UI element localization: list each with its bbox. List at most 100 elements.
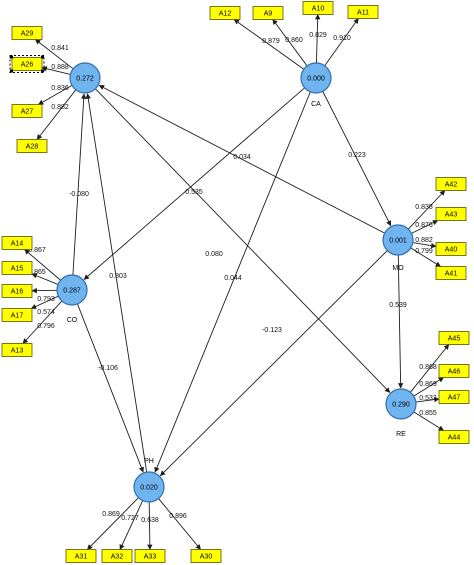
indicator-box[interactable]	[1, 236, 33, 250]
loading-arrow-a33[interactable]	[147, 501, 153, 551]
indicator-a46[interactable]: A46	[438, 364, 470, 378]
construct-circle[interactable]	[382, 224, 414, 256]
resize-handle[interactable]	[10, 55, 13, 59]
path-arrow-mo-re[interactable]	[397, 254, 404, 389]
path-arrow-co-ph[interactable]	[77, 303, 144, 473]
indicator-box[interactable]	[209, 6, 241, 20]
indicator-a47[interactable]: A47	[438, 390, 470, 404]
indicator-box[interactable]	[1, 284, 33, 298]
path-arrow-ca-ph[interactable]	[154, 91, 311, 473]
path-arrow-mo-ph[interactable]	[159, 250, 388, 477]
loading-arrow-a31[interactable]	[87, 497, 139, 550]
loading-arrow-a42[interactable]	[407, 190, 446, 230]
indicator-box[interactable]	[11, 26, 43, 40]
indicator-a45[interactable]: A45	[438, 331, 470, 345]
indicator-a29[interactable]: A29	[11, 26, 43, 40]
indicator-box[interactable]	[190, 549, 222, 563]
indicator-box[interactable]	[101, 549, 133, 563]
loading-arrow-a32[interactable]	[119, 500, 144, 550]
indicator-a26[interactable]: A26	[9, 55, 45, 73]
indicator-box[interactable]	[435, 207, 467, 221]
indicator-box[interactable]	[1, 261, 33, 275]
indicator-a44[interactable]: A44	[438, 430, 470, 444]
path-arrow-ca-co[interactable]	[83, 87, 305, 280]
indicator-a30[interactable]: A30	[190, 549, 222, 563]
loading-arrow-a47[interactable]	[415, 396, 440, 403]
construct-circle[interactable]	[300, 62, 332, 94]
indicator-a10[interactable]: A10	[302, 1, 334, 15]
indicator-a12[interactable]: A12	[209, 6, 241, 20]
loading-arrow-a45[interactable]	[410, 344, 450, 393]
indicator-box[interactable]	[438, 331, 470, 345]
path-arrow-co-n1[interactable]	[72, 93, 87, 276]
indicator-a32[interactable]: A32	[101, 549, 133, 563]
indicator-a28[interactable]: A28	[16, 139, 48, 153]
indicator-box[interactable]	[65, 549, 97, 563]
construct-circle[interactable]	[69, 62, 101, 94]
loading-arrow-a28[interactable]	[36, 89, 77, 140]
loading-arrow-a14[interactable]	[24, 249, 61, 281]
indicator-a33[interactable]: A33	[134, 549, 166, 563]
loading-arrow-a27[interactable]	[37, 85, 73, 105]
resize-handle[interactable]	[41, 69, 44, 73]
indicator-box[interactable]	[435, 266, 467, 280]
indicator-box[interactable]	[11, 57, 43, 71]
indicator-a17[interactable]: A17	[1, 308, 33, 322]
loading-arrow-a30[interactable]	[158, 498, 201, 550]
path-arrow-ph-n1[interactable]	[85, 93, 148, 473]
indicator-box[interactable]	[438, 364, 470, 378]
indicator-box[interactable]	[438, 430, 470, 444]
path-arrow-mo-n1[interactable]	[98, 84, 385, 234]
indicator-box[interactable]	[302, 1, 334, 15]
loading-arrow-a29[interactable]	[34, 39, 74, 70]
indicator-a11[interactable]: A11	[347, 5, 379, 19]
resize-handle[interactable]	[41, 55, 44, 59]
loading-arrow-a10[interactable]	[314, 13, 321, 64]
indicator-a40[interactable]: A40	[435, 242, 467, 256]
loading-arrow-a13[interactable]	[22, 300, 63, 344]
loading-arrow-a43[interactable]	[411, 220, 439, 234]
indicator-box[interactable]	[435, 242, 467, 256]
loading-arrow-a17[interactable]	[30, 295, 59, 309]
indicator-box[interactable]	[347, 5, 379, 19]
construct-circle[interactable]	[56, 274, 88, 306]
indicator-box[interactable]	[252, 6, 284, 20]
indicator-a13[interactable]: A13	[1, 343, 33, 357]
construct-circle[interactable]	[133, 471, 165, 503]
indicator-a41[interactable]: A41	[435, 266, 467, 280]
indicator-a27[interactable]: A27	[11, 104, 43, 118]
indicator-a43[interactable]: A43	[435, 207, 467, 221]
loading-arrow-a46[interactable]	[413, 377, 445, 397]
resize-handle[interactable]	[10, 69, 13, 73]
indicator-a9[interactable]: A9	[252, 6, 284, 20]
loading-arrow-a26[interactable]	[41, 66, 71, 75]
indicator-box[interactable]	[134, 549, 166, 563]
loading-arrow-a44[interactable]	[413, 411, 445, 431]
construct-n1[interactable]: 0.272	[69, 62, 101, 94]
path-arrow-ca-mo[interactable]	[322, 91, 392, 227]
indicator-box[interactable]	[435, 177, 467, 191]
indicator-a15[interactable]: A15	[1, 261, 33, 275]
indicator-a31[interactable]: A31	[65, 549, 97, 563]
indicator-a16[interactable]: A16	[1, 284, 33, 298]
loading-arrow-a15[interactable]	[31, 273, 59, 285]
indicator-box[interactable]	[1, 343, 33, 357]
loading-arrow-a12[interactable]	[233, 19, 305, 70]
loading-arrow-a40[interactable]	[412, 242, 437, 249]
path-arrow-n1-re[interactable]	[95, 88, 391, 393]
indicator-box[interactable]	[16, 139, 48, 153]
loading-arrow-a41[interactable]	[410, 247, 442, 267]
construct-circle[interactable]	[385, 388, 417, 420]
indicator-a14[interactable]: A14	[1, 236, 33, 250]
indicator-box[interactable]	[11, 104, 43, 118]
loading-arrow-a11[interactable]	[324, 18, 359, 67]
indicator-box[interactable]	[1, 308, 33, 322]
loading-arrow-a9[interactable]	[272, 19, 308, 67]
indicator-box[interactable]	[438, 390, 470, 404]
